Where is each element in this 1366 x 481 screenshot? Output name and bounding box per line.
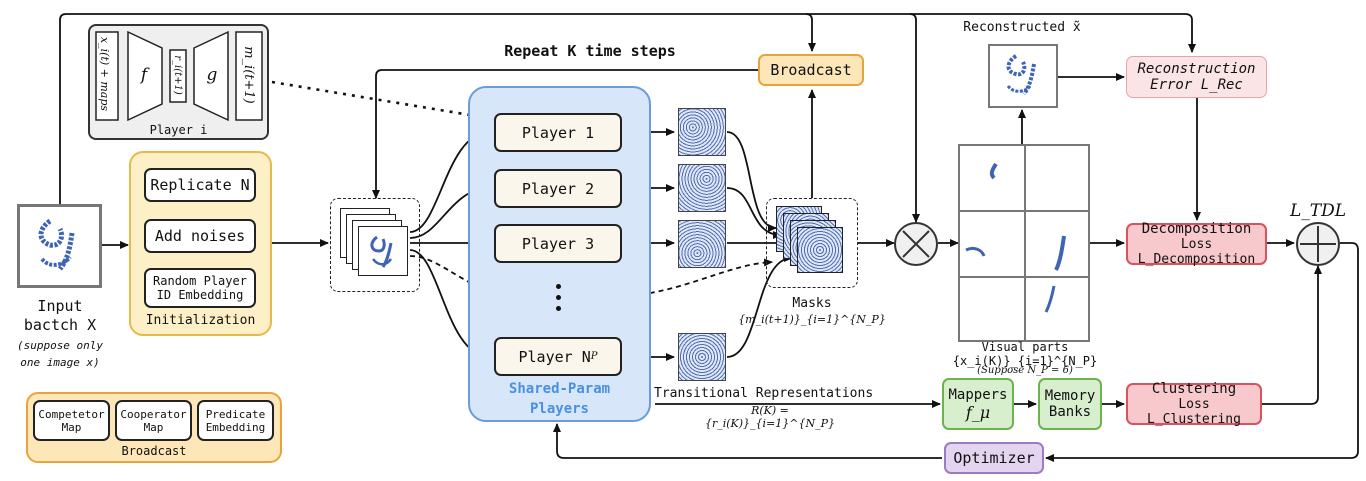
clu-line1: Clustering [1151, 381, 1237, 397]
shared-label-1: Shared-Param [508, 381, 611, 397]
reconstructed-label: Reconstructed x̃ [963, 19, 1081, 35]
sum-icon [1296, 222, 1340, 266]
visual-parts-label: Visual parts {x_i(K)}_{i=1}^{N_P} [952, 340, 1098, 368]
reconstructed-image [988, 44, 1058, 108]
transitional-formula: R(K) = {r_i(K)}_{i=1}^{N_P} [704, 404, 836, 430]
legend-predicate-2: Embedding [205, 420, 266, 434]
grid-vline [1024, 146, 1026, 340]
mappers-line2: f_μ [965, 402, 991, 422]
player-np-sub: P [590, 351, 598, 362]
shared-label-2: Players [529, 401, 589, 417]
player-3-box: Player 3 [494, 224, 622, 263]
init-caption: Initialization [145, 312, 256, 328]
legend-predicate-1: Predicate [205, 407, 266, 421]
masks-formula: {m_i(t+1)}_{i=1}^{N_P} [738, 312, 886, 326]
memory-line1: Memory [1044, 388, 1096, 404]
random-id-box: Random Player ID Embedding [144, 268, 256, 308]
player-output-text: m_i(t+1) [241, 46, 257, 104]
masks-label: Masks [792, 295, 832, 311]
legend-item-predicate: Predicate Embedding [197, 400, 274, 441]
player-input-text: x_i(t) + maps [98, 36, 112, 112]
broadcast-legend-caption: Broadcast [121, 444, 187, 458]
mask-layer-4 [797, 227, 843, 273]
input-label-1: Input [37, 297, 83, 315]
player-i-shapes [95, 30, 263, 122]
mappers-line1: Mappers [948, 386, 1008, 403]
clustering-loss-box: Clustering Loss L_Clustering [1126, 381, 1262, 427]
player-r: r_i(t+1) [172, 55, 184, 95]
broadcast-box: Broadcast [758, 54, 864, 86]
masks-stack [766, 198, 858, 288]
rec-line1: Reconstruction [1137, 61, 1256, 77]
player-1-box: Player 1 [494, 113, 622, 152]
player-ellipsis [553, 284, 563, 320]
rec-line2: Error L_Rec [1150, 77, 1243, 93]
legend-item-cooperator: Cooperator Map [115, 400, 192, 441]
reconstructed-digit-icon [1006, 54, 1036, 96]
dec-line2: Loss L_Decomposition [1137, 237, 1256, 267]
visual-parts-note: (Suppose N_P = 6) [977, 364, 1073, 376]
reconstruction-error-box: Reconstruction Error L_Rec [1126, 56, 1267, 98]
mask-tile-1 [678, 108, 726, 156]
grid-hline-1 [960, 210, 1088, 212]
transitional-label: Transitional Representations [654, 386, 874, 401]
legend-competitor-2: Map [61, 420, 82, 434]
mask-tile-np [678, 333, 726, 381]
memory-banks-box: Memory Banks [1038, 378, 1102, 430]
multiply-icon [894, 222, 938, 266]
random-line1: Random Player [153, 274, 247, 288]
multiply-cross-icon [902, 230, 930, 258]
player-f: f [140, 65, 148, 85]
visual-parts-grid [958, 144, 1090, 342]
player-g: g [206, 65, 218, 85]
legend-cooperator-1: Cooperator [120, 407, 187, 421]
legend-item-competitor: Competetor Map [33, 400, 110, 441]
input-note-2: one image x) [20, 355, 100, 369]
plus-icon [1300, 226, 1336, 262]
replicate-n-box: Replicate N [144, 168, 256, 202]
mask-tile-3 [678, 220, 726, 268]
legend-competitor-1: Competetor [38, 407, 105, 421]
input-image [17, 204, 102, 288]
memory-line2: Banks [1048, 404, 1092, 420]
input-stack [330, 198, 420, 292]
input-label-2: bactch X [23, 316, 97, 334]
digit-sketch-icon [38, 218, 75, 271]
dec-line1: Decomposition [1141, 221, 1252, 237]
add-noises-box: Add noises [144, 219, 256, 253]
stack-layer-4 [358, 226, 408, 276]
player-i-diagram: x_i(t) + maps f r_i(t+1) g m_i(t+1) Play… [88, 24, 269, 140]
optimizer-box: Optimizer [944, 442, 1044, 474]
part-strokes [965, 162, 1066, 313]
total-loss-label: L_TDL [1289, 201, 1347, 221]
legend-cooperator-2: Map [143, 420, 164, 434]
random-line2: ID Embedding [156, 288, 244, 302]
player-i-caption: Player i [149, 123, 208, 137]
digit-mini-icon [370, 235, 393, 268]
player-2-box: Player 2 [494, 169, 622, 208]
mask-tile-2 [678, 164, 726, 212]
grid-hline-2 [960, 276, 1088, 278]
input-note-1: (suppose only [16, 338, 104, 352]
player-np-prefix: Player N [518, 347, 591, 366]
clu-line2: Loss L_Clustering [1147, 397, 1241, 427]
repeat-title: Repeat K time steps [504, 42, 676, 60]
decomposition-loss-box: Decomposition Loss L_Decomposition [1126, 221, 1267, 267]
mappers-box: Mappers f_μ [942, 378, 1014, 430]
